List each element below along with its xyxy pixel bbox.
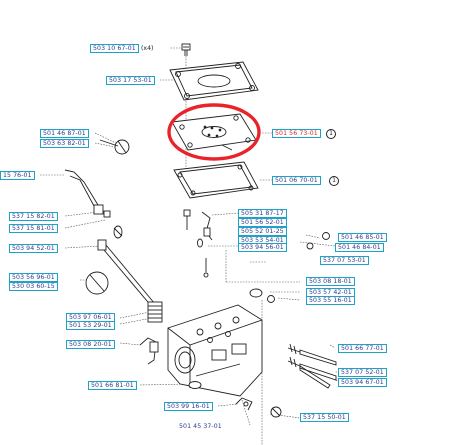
part-label[interactable]: 501 66 77-01	[338, 344, 387, 353]
part-label[interactable]: 501 46 85-01	[338, 233, 387, 242]
part-label[interactable]: 537 15 81-01	[9, 224, 58, 233]
highlight-ring	[167, 103, 261, 161]
part-label[interactable]: 501 46 84-01	[335, 243, 384, 252]
part-label[interactable]: 501 45 37-01	[179, 423, 222, 430]
part-label[interactable]: 501 06 70-01	[272, 176, 321, 185]
part-label[interactable]: 530 03 60-15	[9, 282, 58, 291]
pump-cover	[169, 61, 259, 101]
needle-valve-parts	[183, 209, 330, 303]
carburetor-body	[167, 304, 263, 397]
part-label[interactable]: 503 55 16-01	[306, 296, 355, 305]
bottom-parts	[235, 397, 282, 418]
part-label[interactable]: 503 63 82-01	[40, 139, 89, 148]
fuel-nipple	[139, 337, 159, 365]
part-label[interactable]: 503 94 52-01	[9, 244, 58, 253]
part-label[interactable]: 537 07 52-01	[338, 368, 387, 377]
adjustment-screws	[287, 343, 337, 389]
part-label-highlighted[interactable]: 501 56 73-01	[272, 129, 321, 138]
part-label[interactable]: 537 15 82-01	[9, 212, 58, 221]
pump-diaphragm	[171, 113, 257, 151]
choke-shaft	[85, 239, 163, 323]
top-screw	[181, 43, 191, 56]
part-label[interactable]: 501 66 81-01	[88, 381, 137, 390]
part-label[interactable]: 501 46 87-01	[40, 129, 89, 138]
quantity-note: (x4)	[141, 45, 154, 52]
part-label[interactable]: 15 76-01	[0, 171, 35, 180]
reference-circle: 1	[326, 129, 336, 139]
pump-gasket	[173, 161, 259, 199]
part-label[interactable]: 537 07 53-01	[320, 256, 369, 265]
part-label[interactable]: 503 56 96-01	[9, 273, 58, 282]
reference-circle: 1	[329, 176, 339, 186]
part-label[interactable]: 501 56 52-01	[238, 218, 287, 227]
part-label[interactable]: 503 10 67-01	[90, 44, 139, 53]
part-label[interactable]: 501 53 29-01	[66, 321, 115, 330]
part-label[interactable]: 503 17 53-01	[106, 76, 155, 85]
throttle-shaft-parts	[64, 139, 130, 239]
part-label[interactable]: 537 15 50-01	[300, 413, 349, 422]
part-label[interactable]: 503 08 20-01	[66, 340, 115, 349]
part-label[interactable]: 503 94 67-01	[338, 378, 387, 387]
part-label[interactable]: 503 08 18-01	[306, 277, 355, 286]
part-label[interactable]: 503 99 16-01	[164, 402, 213, 411]
part-label[interactable]: 505 31 87-17	[238, 209, 287, 218]
part-label[interactable]: 505 52 01-25	[238, 227, 287, 236]
part-label[interactable]: 503 94 56-01	[238, 243, 287, 252]
